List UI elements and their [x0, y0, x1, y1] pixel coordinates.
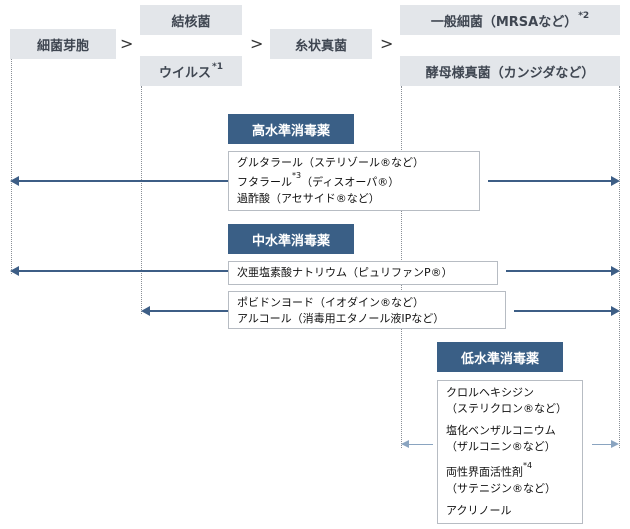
separator-3: >: [380, 34, 394, 53]
low-arrow-right-head: [611, 440, 619, 448]
mid-arrow1-right-line: [506, 270, 612, 272]
separator-1: >: [120, 34, 134, 53]
mid-level-box-2: ポビドンヨード（イオダイン®など） アルコール（消毒用エタノール液IPなど）: [228, 291, 506, 329]
low-item-chlorhexidine: クロルヘキシジン: [446, 386, 534, 399]
low-item-chlorhexidine-brand: （ステリクロン®など）: [446, 402, 567, 415]
high-arrow-right-head: [611, 176, 620, 186]
low-arrow-right-line: [592, 444, 612, 445]
organism-fungus: 糸状真菌: [270, 29, 372, 59]
mid-level-box-1: 次亜塩素酸ナトリウム（ピュリファンP®）: [228, 261, 498, 285]
mid-arrow2-right-head: [611, 306, 620, 316]
high-item-peracetic: 過酢酸（アセサイド®など）: [237, 191, 380, 205]
high-arrow-right-line: [488, 180, 612, 182]
high-level-box: グルタラール（ステリゾール®など） フタラール*3（ディスオーパ®） 過酢酸（ア…: [228, 151, 480, 211]
low-item-benzalkonium-brand: （ザルコニン®など）: [446, 440, 556, 453]
high-arrow-left-head: [10, 176, 19, 186]
guide-line-spore: [11, 59, 12, 274]
mid-arrow2-right-line: [514, 310, 612, 312]
low-item-acrinol: アクリノール: [446, 503, 512, 517]
mid-arrow2-left-line: [150, 310, 228, 312]
mid-item-alcohol: アルコール（消毒用エタノール液IPなど）: [237, 312, 445, 325]
mid-arrow2-left-head: [141, 306, 150, 316]
low-level-badge: 低水準消毒薬: [437, 342, 563, 372]
guide-line-virus: [141, 86, 142, 314]
mid-level-badge: 中水準消毒薬: [228, 224, 354, 254]
low-item-benzalkonium: 塩化ベンザルコニウム: [446, 424, 556, 437]
organism-yeast: 酵母様真菌（カンジダなど）: [400, 56, 620, 86]
low-level-box: クロルヘキシジン （ステリクロン®など） 塩化ベンザルコニウム （ザルコニン®な…: [437, 380, 583, 524]
organism-tb: 結核菌: [140, 5, 242, 35]
low-arrow-left-line: [409, 444, 433, 445]
mid-item-hypochlorite: 次亜塩素酸ナトリウム（ピュリファンP®）: [237, 266, 453, 279]
mid-item-povidone: ポビドンヨード（イオダイン®など）: [237, 296, 424, 309]
separator-2: >: [250, 34, 264, 53]
organism-bacteria: 一般細菌（MRSAなど）*2: [400, 5, 620, 35]
low-item-amphoteric-brand: （サテニジン®など）: [446, 481, 556, 495]
high-arrow-left-line: [18, 180, 228, 182]
organism-spore: 細菌芽胞: [10, 29, 116, 59]
low-arrow-left-head: [401, 440, 409, 448]
mid-arrow1-left-line: [18, 270, 228, 272]
mid-arrow1-left-head: [10, 266, 19, 276]
organism-virus: ウイルス*1: [140, 56, 242, 86]
high-item-glutaral: グルタラール（ステリゾール®など）: [237, 156, 424, 169]
high-level-badge: 高水準消毒薬: [228, 114, 354, 144]
low-item-amphoteric: 両性界面活性剤*4: [446, 461, 533, 479]
high-item-phthalal: フタラール*3（ディスオーパ®）: [237, 171, 400, 189]
mid-arrow1-right-head: [611, 266, 620, 276]
